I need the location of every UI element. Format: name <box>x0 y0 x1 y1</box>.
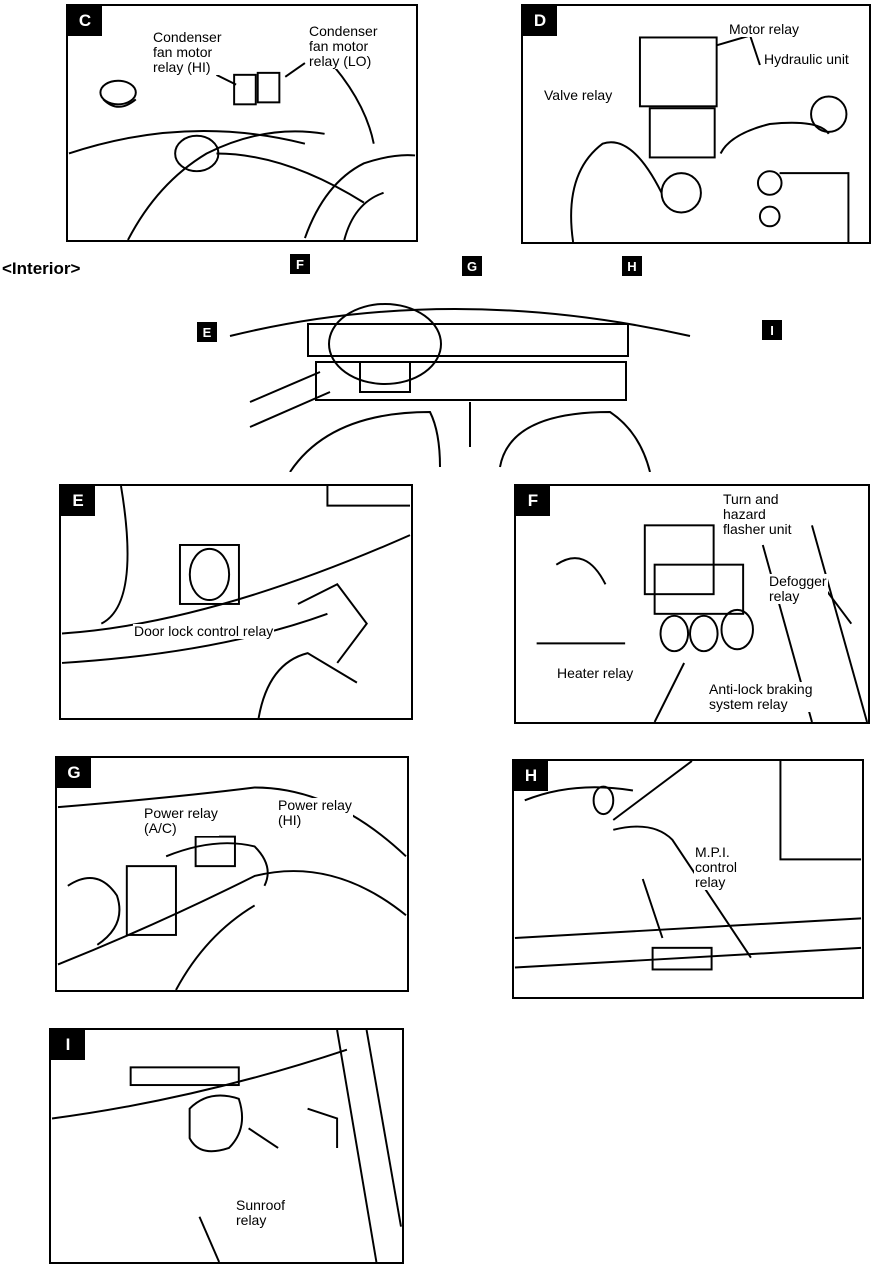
valve-relay-label: Valve relay <box>543 87 614 103</box>
panel-f-tag: F <box>516 486 550 516</box>
panel-f: F Turn and hazard flasher unit Defogger … <box>514 484 870 724</box>
dash-tag-i: I <box>762 320 782 340</box>
anti-lock-braking-relay-label: Anti-lock braking system relay <box>708 681 814 712</box>
panel-d-tag: D <box>523 6 557 36</box>
dashboard-illustration <box>229 303 691 472</box>
dash-tag-h: H <box>622 256 642 276</box>
panel-g: G Power relay (A/C) Power relay (HI) <box>55 756 409 992</box>
panel-i-tag: I <box>51 1030 85 1060</box>
panel-d: D Motor relay Hydraulic unit Valve relay <box>521 4 871 244</box>
panel-c: C Condenser fan motor relay (HI) Condens… <box>66 4 418 242</box>
motor-relay-label: Motor relay <box>728 21 801 37</box>
panel-i-illustration <box>51 1030 402 1262</box>
sunroof-relay-label: Sunroof relay <box>235 1197 287 1228</box>
interior-heading: <Interior> <box>2 259 81 278</box>
panel-i: I Sunroof relay <box>49 1028 404 1264</box>
condenser-fan-hi-label: Condenser fan motor relay (HI) <box>152 29 223 75</box>
panel-h: H M.P.I. control relay <box>512 759 864 999</box>
panel-h-tag: H <box>514 761 548 791</box>
mpi-control-relay-label: M.P.I. control relay <box>694 844 739 890</box>
dash-tag-g: G <box>462 256 482 276</box>
condenser-fan-lo-label: Condenser fan motor relay (LO) <box>308 23 379 69</box>
panel-e-tag: E <box>61 486 95 516</box>
panel-h-illustration <box>514 761 862 971</box>
turn-hazard-flasher-label: Turn and hazard flasher unit <box>722 491 793 537</box>
panel-f-illustration <box>536 524 868 722</box>
power-relay-hi-label: Power relay (HI) <box>277 797 353 828</box>
heater-relay-label: Heater relay <box>556 665 635 681</box>
panel-g-tag: G <box>57 758 91 788</box>
power-relay-ac-label: Power relay (A/C) <box>143 805 219 836</box>
panel-e: E Door lock control relay <box>59 484 413 720</box>
panel-e-illustration <box>61 486 411 718</box>
panel-c-tag: C <box>68 6 102 36</box>
hydraulic-unit-label: Hydraulic unit <box>763 51 850 67</box>
door-lock-relay-label: Door lock control relay <box>133 623 275 639</box>
dashboard-overview: E F G H I <box>190 252 782 472</box>
defogger-relay-label: Defogger relay <box>768 573 828 604</box>
panel-g-illustration <box>57 786 407 990</box>
panel-d-illustration <box>570 34 850 242</box>
dash-tag-e: E <box>197 322 217 342</box>
dash-tag-f: F <box>290 254 310 274</box>
panel-c-illustration <box>68 44 416 240</box>
